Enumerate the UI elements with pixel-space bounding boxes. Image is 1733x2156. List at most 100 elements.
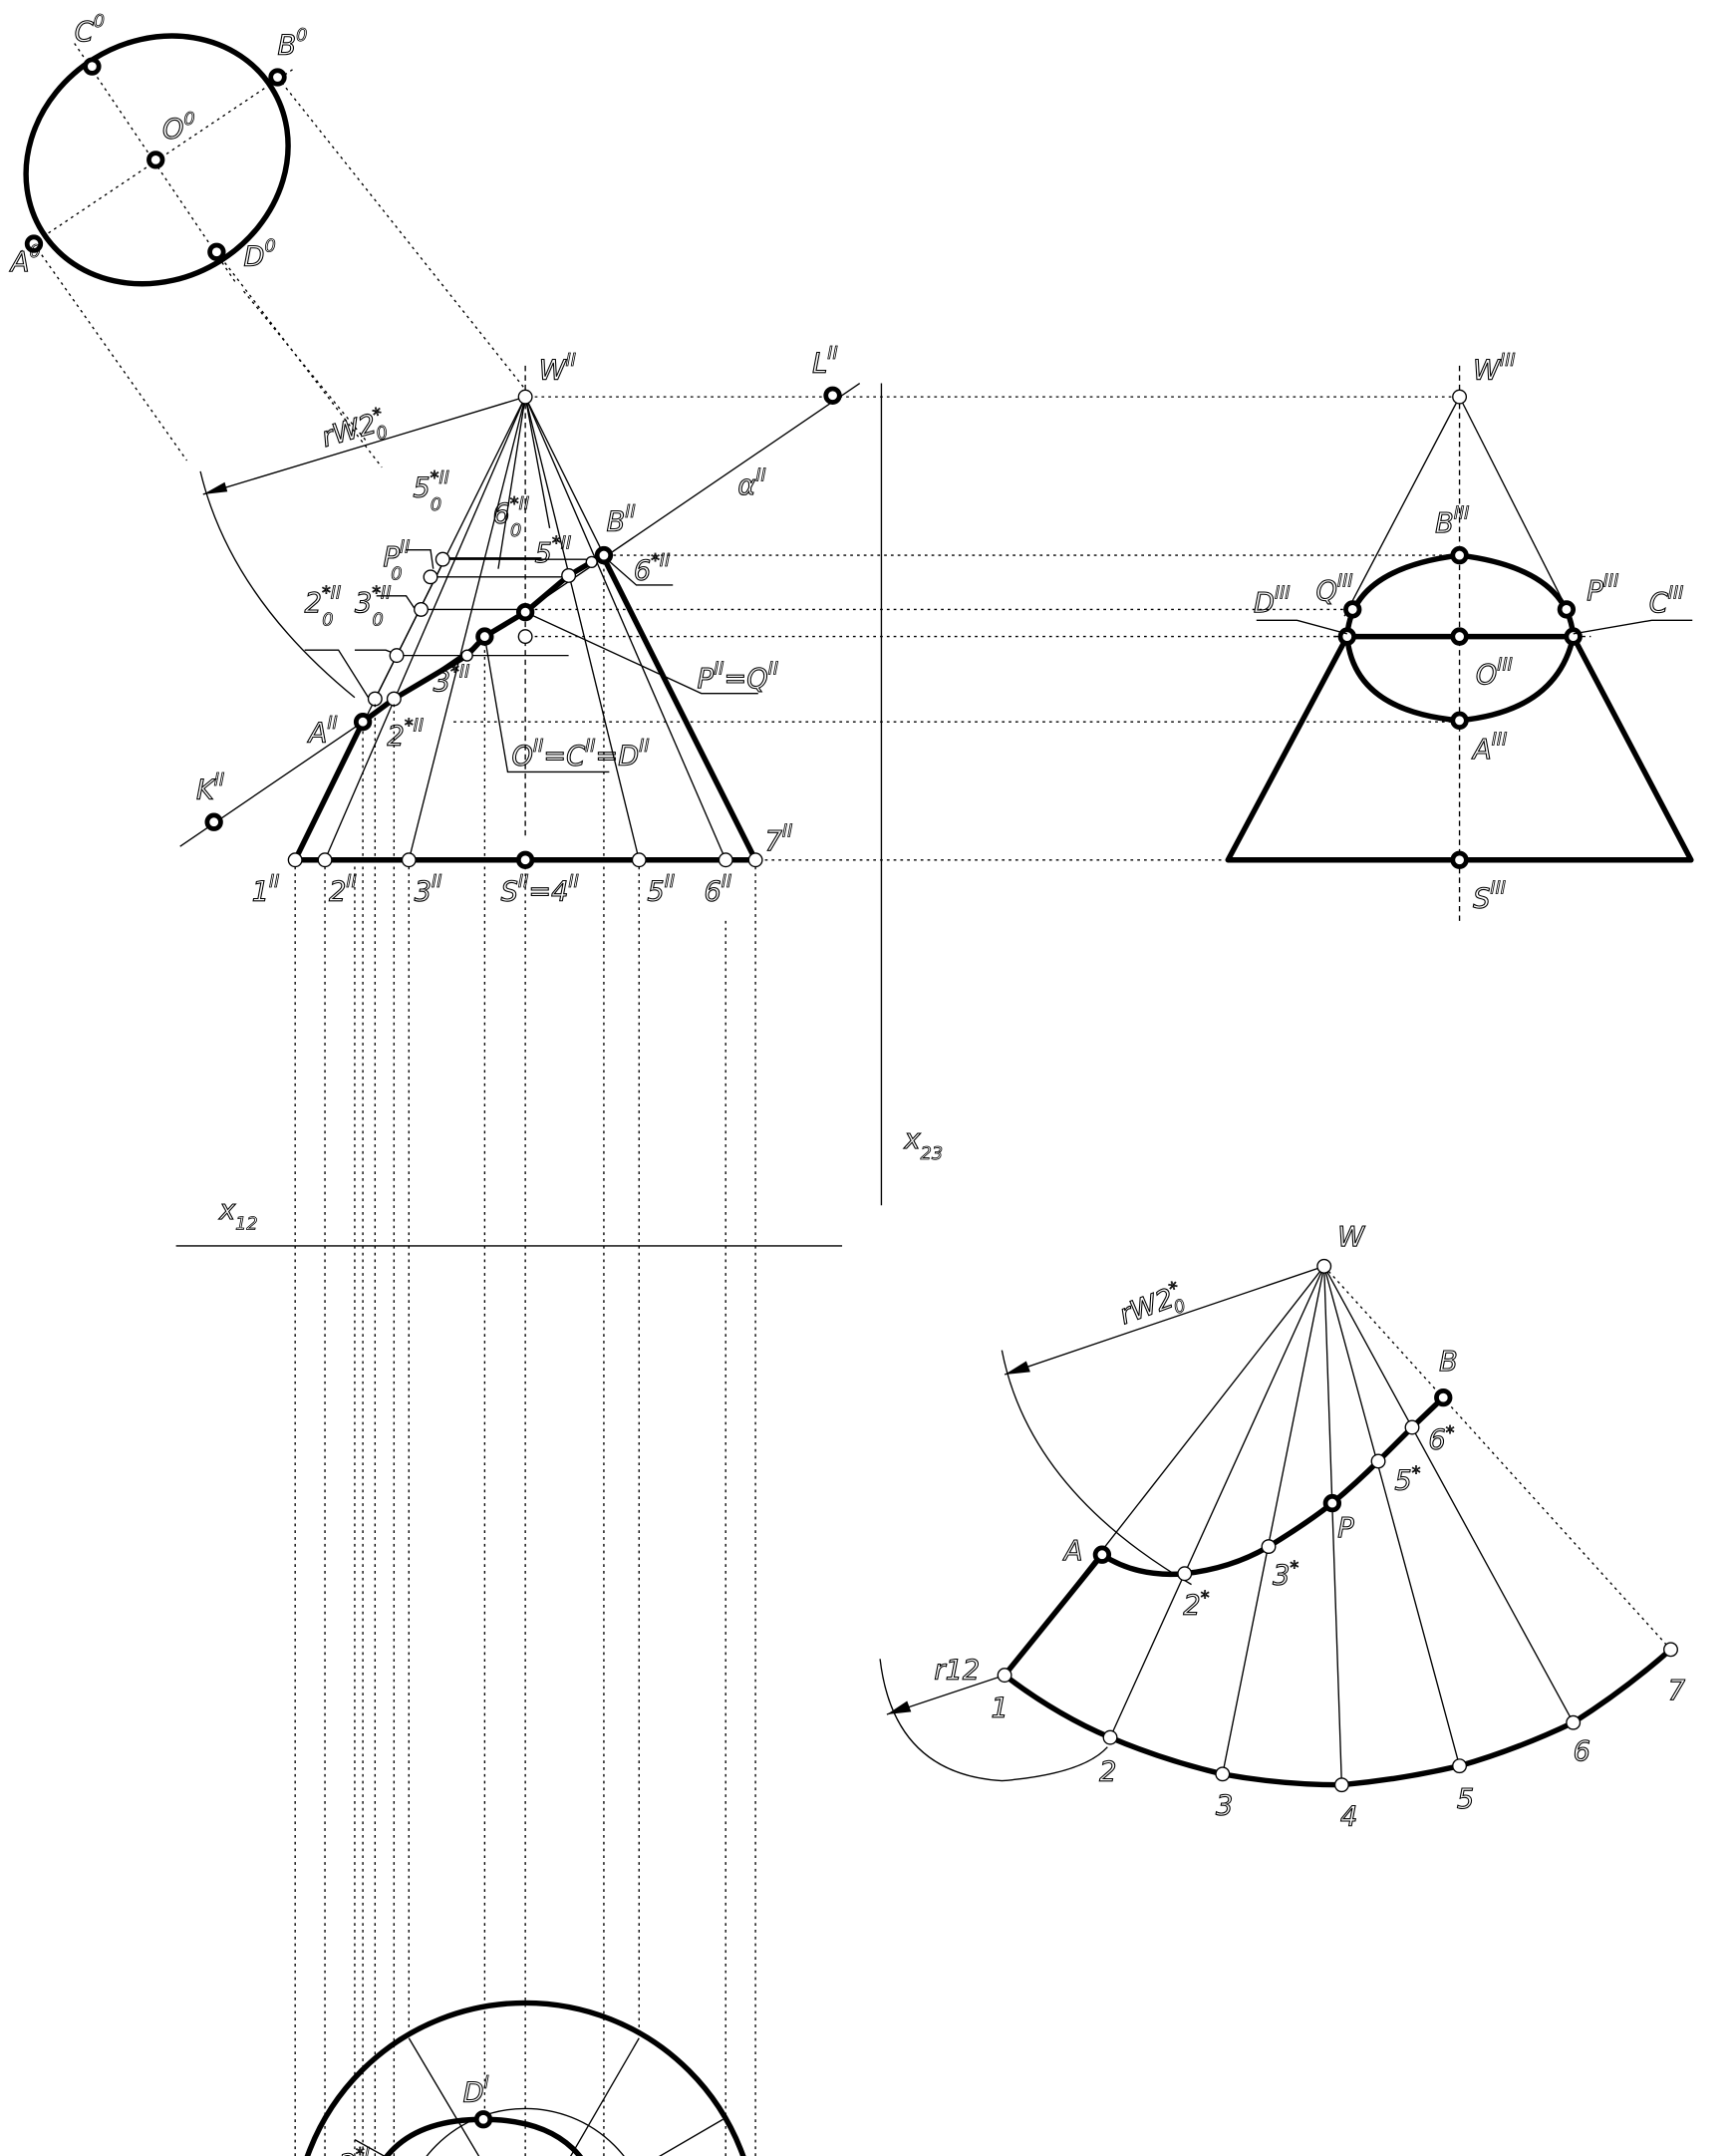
dev-label-3s: 3* [1273,1559,1299,1592]
point-60 [434,551,450,567]
point-o0 [146,151,165,169]
label-3-2: 3II [415,872,442,908]
true-shape-section: C0 B0 O0 A0 D0 [8,12,529,468]
dev-point-6 [1566,1714,1582,1730]
label-1-2: 1II [252,872,280,908]
point-k2 [204,812,223,831]
dev-point-b [1434,1387,1453,1407]
dev-point-2 [1102,1729,1118,1745]
side-view: WIII BIII OIII AIII SIII DIII QIII PIII … [1225,350,1694,921]
dev-label-6s: 6* [1428,1423,1454,1456]
dev-label-6: 6 [1574,1736,1590,1767]
label-o0: O0 [162,110,195,146]
point-l2 [823,386,842,405]
point-3-2 [401,852,417,868]
point-p2 [475,627,494,646]
point-5-2 [631,852,647,868]
point-s2 [515,850,535,869]
point-b3 [1450,545,1469,565]
label-k2: KII [196,770,224,806]
dev-rw20-arc [1001,1350,1192,1586]
dev-point-1 [997,1668,1012,1684]
dev-label-p: P [1337,1513,1354,1544]
point-b0 [268,68,287,87]
front-view: WII LII αII BII AII KII PII=QII OII=CII=… [179,344,1456,908]
label-7-2: 7II [765,822,793,858]
dev-point-w [1316,1258,1332,1274]
point-7-2 [747,852,763,868]
point-30 [389,648,405,664]
dev-point-a [1092,1545,1112,1564]
development: W A B P 2* 3* 5* 6* rW2*0 r12 1 2 3 4 5 … [879,1221,1686,1833]
label-w3: WIII [1473,351,1515,387]
arrow-dev-r12 [886,1700,912,1715]
label-a3: AIII [1471,730,1507,766]
point-50 [423,569,438,585]
point-6s [585,555,598,568]
projection-axes: x23 x12 [175,383,944,1247]
point-d1 [473,2110,493,2129]
dev-point-4 [1333,1777,1349,1793]
leader-pq [524,611,758,695]
label-b3: BIII [1435,503,1469,539]
label-rw20: rW2*0 [318,405,391,460]
point-q3 [1343,600,1362,619]
label-20-1: 2*I0 [339,2145,370,2156]
link-mid [243,290,367,442]
point-o3 [1450,627,1469,646]
label-2-2: 2II [329,872,357,908]
top-inner-thin-circle [426,2107,625,2156]
point-d3 [1337,627,1356,646]
label-s3: SIII [1473,879,1506,915]
dev-label-2s: 2* [1183,1589,1209,1622]
point-o2 [515,602,535,622]
vertical-links [294,561,756,2156]
label-p3: PIII [1587,571,1618,607]
leader-50 [406,548,434,569]
dev-rw20-dim [1004,1265,1324,1376]
dev-label-5s: 5* [1394,1464,1420,1497]
dev-label-1: 1 [991,1694,1008,1724]
link-b0 [276,77,529,394]
dev-label-7: 7 [1668,1676,1686,1706]
label-d0: D0 [244,237,276,273]
arrow-rw20 [202,481,228,494]
point-3s [460,649,473,662]
dev-edge-a1 [1002,1552,1105,1679]
point-c3 [1564,627,1583,646]
dev-point-5 [1452,1758,1468,1774]
dev-point-3s [1261,1539,1277,1555]
label-b0: B0 [278,26,308,62]
dev-point-5s [1370,1453,1386,1469]
label-alpha: αII [737,465,765,501]
point-c0 [83,57,102,76]
label-s2-4: SII=4II [501,872,579,908]
dev-label-5: 5 [1457,1784,1474,1815]
label-o3: OIII [1476,656,1513,692]
leader-ocd [483,636,610,773]
arrow-dev-rw20 [1005,1361,1030,1376]
side-trapezoid [1225,633,1694,863]
label-3s: 3*II [433,662,470,698]
label-c0: C0 [75,12,105,48]
axis-c0-d0 [74,43,238,285]
dev-label-a: A [1062,1536,1083,1567]
label-a0: A0 [9,242,41,278]
point-w2 [517,389,533,405]
point-2s [386,691,402,707]
point-1-2 [287,852,303,868]
label-x23: x23 [904,1124,944,1164]
point-a0 [24,234,44,253]
axis-a0-b0 [20,67,296,253]
label-6-2: 6II [704,872,731,908]
dev-label-rw20: rW2*0 [1115,1278,1189,1337]
point-5s [561,567,577,583]
point-p0 [414,601,429,617]
dev-point-p [1322,1493,1342,1513]
label-a2: AII [307,714,338,750]
